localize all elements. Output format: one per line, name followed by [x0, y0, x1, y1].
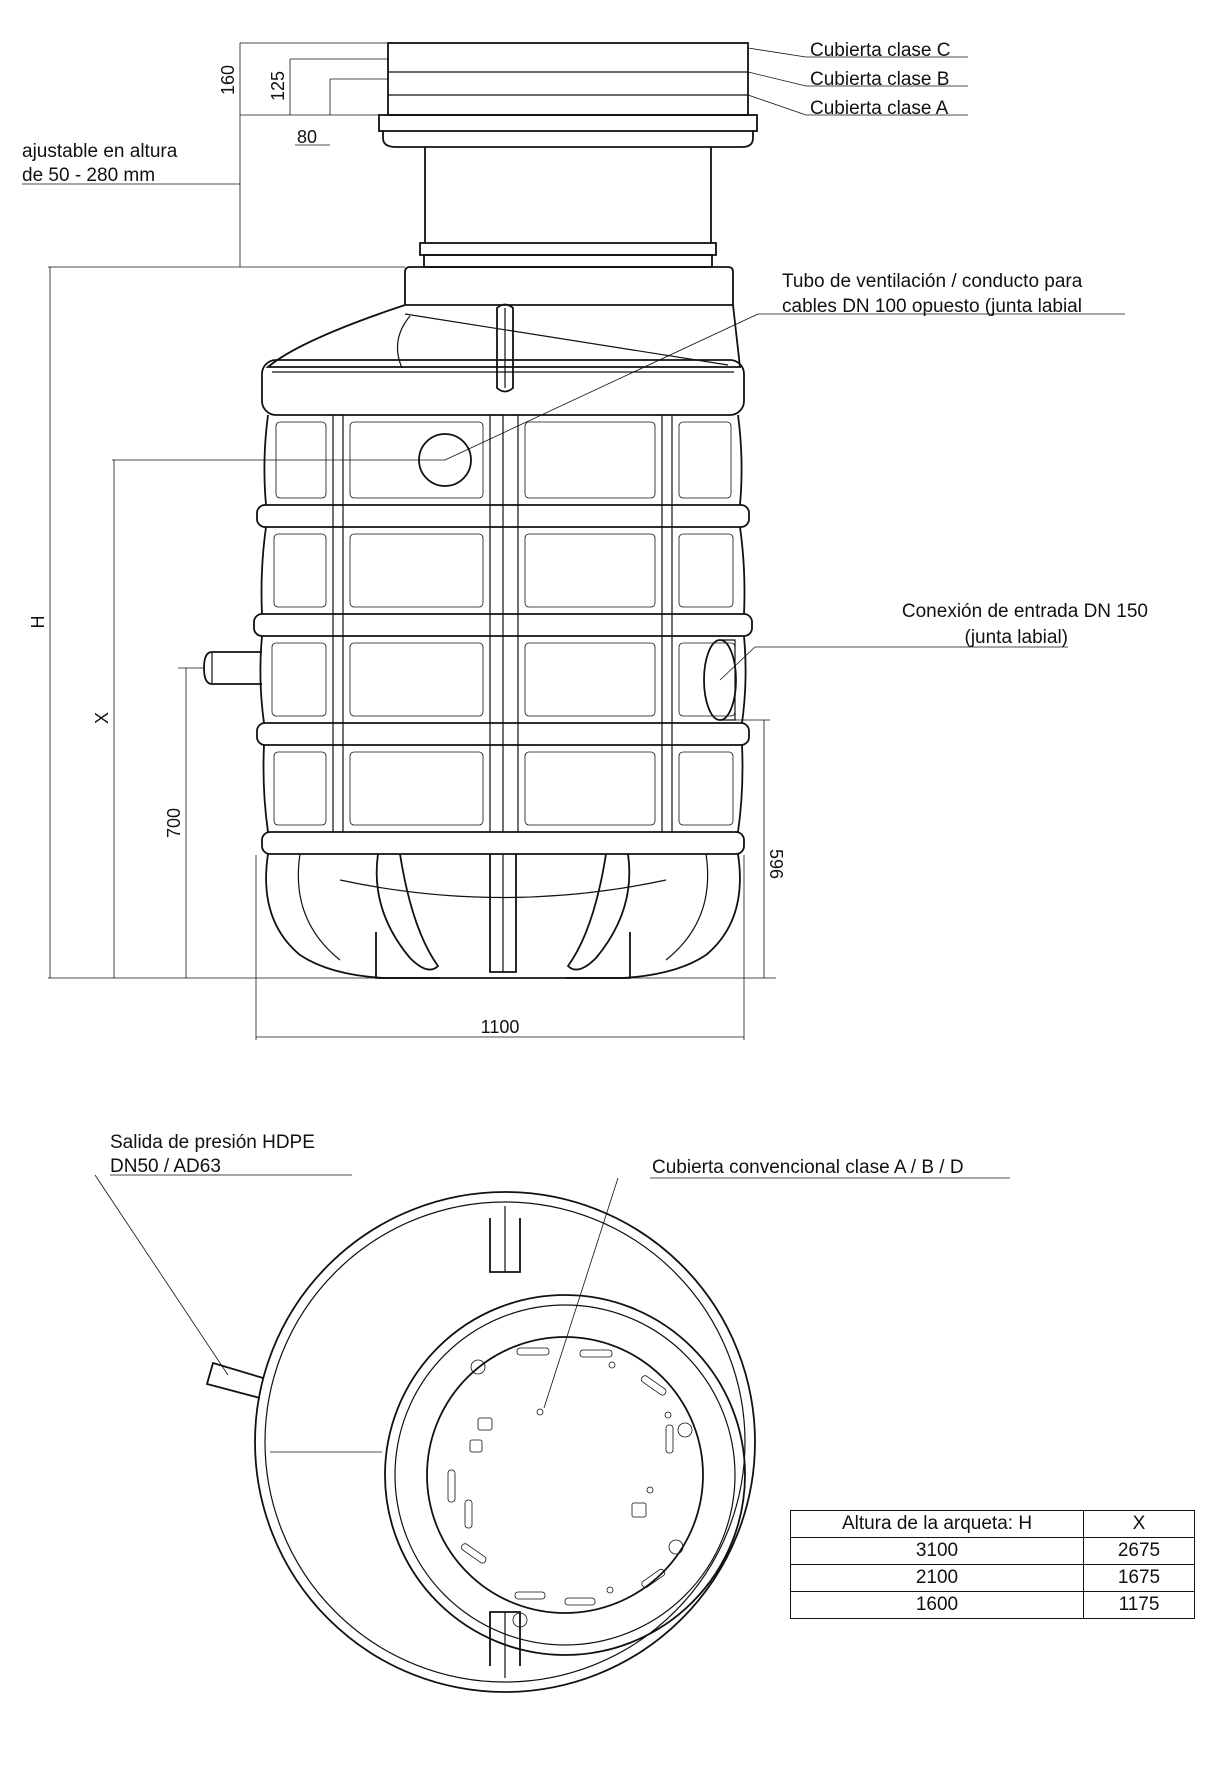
dim-160: 160	[218, 65, 238, 95]
dim-596: 596	[766, 849, 786, 879]
dim-x: X	[92, 712, 112, 724]
cover-class-c-label: Cubierta clase C	[810, 40, 950, 61]
table-cell: 3100	[790, 1537, 1084, 1565]
table-row: 3100 2675	[790, 1537, 1195, 1565]
side-view: Cubierta clase C Cubierta clase B Cubier…	[22, 40, 1148, 1040]
cover-class-b-label: Cubierta clase B	[810, 69, 949, 90]
cover-class-a-label: Cubierta clase A	[810, 98, 949, 119]
vent-pipe-label-1: Tubo de ventilación / conducto para	[782, 271, 1083, 292]
dim-80: 80	[297, 127, 317, 147]
table-cell: 1675	[1083, 1564, 1195, 1592]
leader-lines	[444, 47, 1125, 681]
cover-pattern	[447, 1347, 693, 1628]
adjustable-height-label-2: de 50 - 280 mm	[22, 165, 155, 186]
dim-125: 125	[268, 71, 288, 101]
cover-stack	[378, 42, 758, 148]
outlet-label-2: DN50 / AD63	[110, 1156, 221, 1177]
adjustable-height-label-1: ajustable en altura	[22, 141, 178, 162]
top-view: Salida de presión HDPE DN50 / AD63 Cubie…	[94, 1132, 1010, 1693]
tank-bottom	[265, 853, 741, 979]
dim-1100: 1100	[481, 1017, 520, 1037]
top-outlet-pipe	[205, 1361, 264, 1399]
telescopic-neck	[404, 147, 734, 306]
table-cell: 2675	[1083, 1537, 1195, 1565]
outlet-label-1: Salida de presión HDPE	[110, 1132, 315, 1153]
tank-shoulder	[265, 303, 742, 393]
inlet-label-2: (junta labial)	[965, 627, 1069, 648]
top-view-lugs	[489, 1206, 521, 1678]
dim-700: 700	[164, 808, 184, 838]
table-cell: 1175	[1083, 1591, 1195, 1619]
inlet-connection	[703, 639, 737, 721]
table-header-row: Altura de la arqueta: H X	[790, 1510, 1195, 1538]
table-row: 1600 1175	[790, 1591, 1195, 1619]
conventional-cover-label: Cubierta convencional clase A / B / D	[652, 1157, 964, 1178]
table-header-x: X	[1083, 1510, 1195, 1538]
table-cell: 1600	[790, 1591, 1084, 1619]
tank-panels	[271, 415, 736, 832]
table-header-height: Altura de la arqueta: H	[790, 1510, 1084, 1538]
outlet-pipe	[203, 651, 262, 685]
dimension-lines	[22, 42, 776, 1040]
inlet-label-1: Conexión de entrada DN 150	[902, 601, 1148, 622]
height-table: Altura de la arqueta: H X 3100 2675 2100…	[790, 1510, 1195, 1619]
dim-h: H	[28, 616, 48, 629]
table-row: 2100 1675	[790, 1564, 1195, 1592]
table-cell: 2100	[790, 1564, 1084, 1592]
tank-walls	[259, 414, 747, 833]
vent-pipe-label-2: cables DN 100 opuesto (junta labial	[782, 296, 1082, 317]
